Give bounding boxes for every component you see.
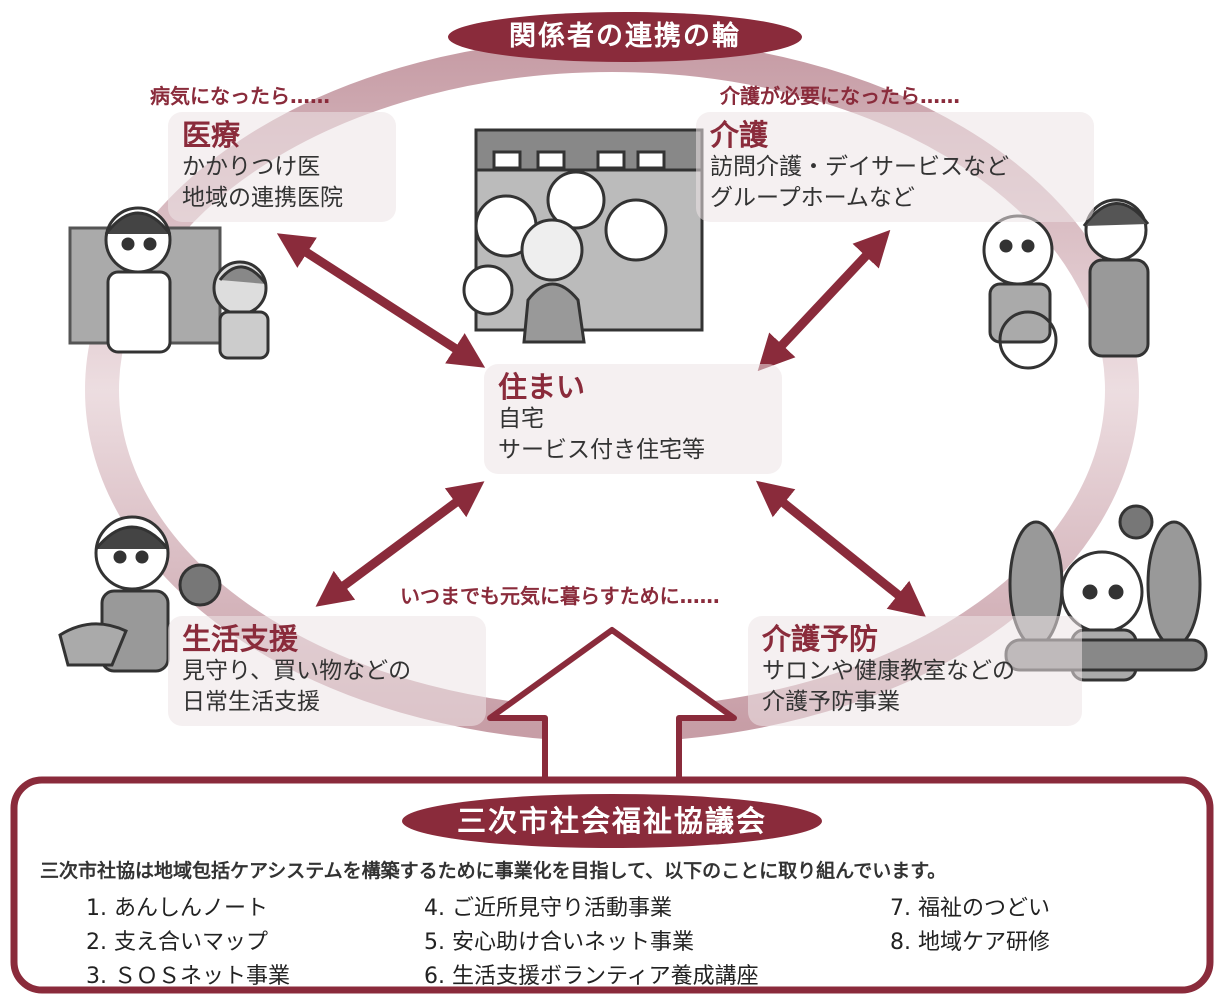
care-line: 訪問介護・デイサービスなど [710,153,1009,180]
housing-line: 自宅 [498,405,544,432]
life-support-node: 生活支援 見守り、買い物などの 日常生活支援 [168,616,486,726]
life-support-line: 日常生活支援 [182,688,320,715]
doctor-illustration [68,206,270,360]
council-item: 3. ＳＯＳネット事業 [86,964,290,989]
caption-sick: 病気になったら…… [150,84,330,108]
medical-line: かかりつけ医 [182,153,321,180]
prevention-line: サロンや健康教室などの [762,657,1015,684]
family-illustration [462,128,704,344]
header-title-badge: 関係者の連携の輪 [448,12,802,62]
medical-title: 医療 [182,118,241,152]
council-item: 1. あんしんノート [86,896,268,921]
shopper-illustration [58,515,222,673]
medical-line: 地域の連携医院 [182,184,343,211]
council-item: 8. 地域ケア研修 [890,930,1050,955]
council-title-badge: 三次市社会福祉協議会 [402,794,822,848]
care-title: 介護 [710,118,769,152]
up-arrow [487,627,737,793]
housing-line: サービス付き住宅等 [498,436,705,463]
header-title: 関係者の連携の輪 [509,21,741,52]
arrow-life-housing [315,481,485,607]
caption-healthy: いつまでも元気に暮らすために…… [400,584,720,608]
housing-node: 住まい 自宅 サービス付き住宅等 [484,364,782,474]
arrow-care-housing [757,229,891,372]
housing-title: 住まい [498,370,586,404]
arrow-prevention-housing [755,480,927,618]
prevention-node: 介護予防 サロンや健康教室などの 介護予防事業 [748,616,1082,726]
prevention-title: 介護予防 [762,622,879,656]
council-item: 5. 安心助け合いネット事業 [424,930,694,955]
council-item: 7. 福祉のつどい [890,896,1050,921]
caption-care-needed: 介護が必要になったら…… [720,84,960,108]
caregiver-illustration [982,198,1150,370]
council-description: 三次市社協は地域包括ケアシステムを構築するために事業化を目指して、以下のことに取… [40,860,947,882]
life-support-title: 生活支援 [182,622,299,656]
care-line: グループホームなど [710,184,915,211]
council-title: 三次市社会福祉協議会 [456,804,767,838]
council-item: 6. 生活支援ボランティア養成講座 [424,964,759,989]
prevention-line: 介護予防事業 [762,688,900,715]
life-support-line: 見守り、買い物などの [182,657,412,684]
council-frame [10,776,1214,994]
care-node: 介護 訪問介護・デイサービスなど グループホームなど [696,112,1094,222]
council-item: 4. ご近所見守り活動事業 [424,896,672,921]
medical-node: 医療 かかりつけ医 地域の連携医院 [168,112,396,222]
arrow-medical-housing [276,233,486,368]
council-item: 2. 支え合いマップ [86,930,268,955]
